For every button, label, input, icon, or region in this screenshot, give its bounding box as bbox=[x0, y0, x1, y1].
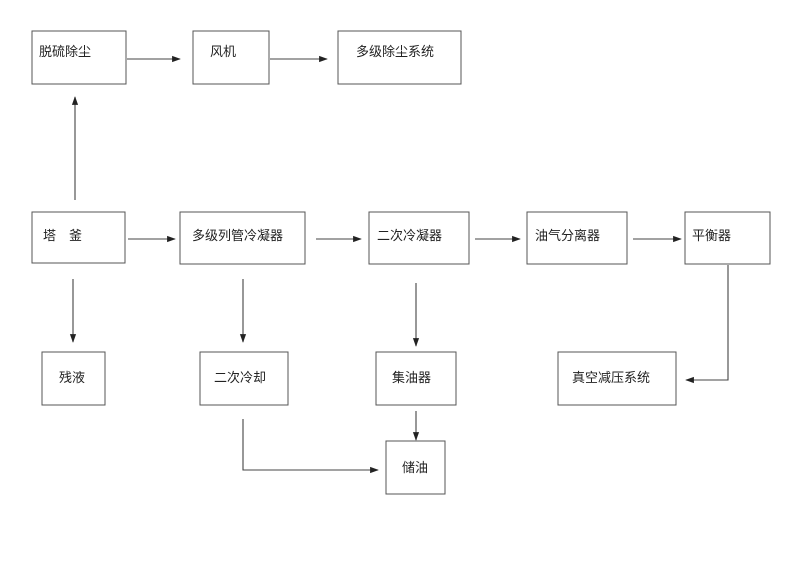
node-desulfurization: 脱硫除尘 bbox=[31, 30, 127, 85]
node-oil-storage-label: 储油 bbox=[402, 461, 428, 476]
node-multistage-dust: 多级除尘系统 bbox=[337, 30, 462, 85]
node-vacuum-system-label: 真空减压系统 bbox=[572, 371, 650, 386]
edges bbox=[69, 55, 729, 474]
node-vacuum-system: 真空减压系统 bbox=[557, 351, 677, 406]
node-oil-storage: 储油 bbox=[385, 440, 446, 495]
node-secondary-cooling-label: 二次冷却 bbox=[214, 370, 266, 386]
node-multitube-condenser: 多级列管冷凝器 bbox=[179, 211, 306, 265]
edge-balancer-to-vacuum-system bbox=[685, 265, 729, 384]
node-secondary-condenser-label: 二次冷凝器 bbox=[377, 228, 442, 244]
node-residue: 残液 bbox=[41, 351, 106, 406]
node-tower-kettle-label: 塔 釜 bbox=[43, 229, 82, 244]
node-balancer-label: 平衡器 bbox=[692, 229, 731, 244]
node-secondary-condenser: 二次冷凝器 bbox=[368, 211, 470, 265]
node-oil-gas-separator-label: 油气分离器 bbox=[535, 228, 600, 244]
node-desulfurization-label: 脱硫除尘 bbox=[39, 45, 91, 60]
node-fan-label: 风机 bbox=[210, 45, 236, 60]
edge-secondary-cooling-to-oil-storage bbox=[242, 419, 379, 474]
node-fan: 风机 bbox=[192, 30, 270, 85]
node-residue-label: 残液 bbox=[59, 371, 85, 386]
node-oil-collector: 集油器 bbox=[375, 351, 457, 406]
node-oil-collector-label: 集油器 bbox=[392, 370, 431, 386]
node-balancer: 平衡器 bbox=[684, 211, 771, 265]
node-secondary-cooling: 二次冷却 bbox=[199, 351, 289, 406]
node-tower-kettle: 塔 釜 bbox=[31, 211, 126, 264]
node-multitube-condenser-label: 多级列管冷凝器 bbox=[192, 228, 283, 244]
node-multistage-dust-label: 多级除尘系统 bbox=[356, 44, 434, 60]
node-oil-gas-separator: 油气分离器 bbox=[526, 211, 628, 265]
